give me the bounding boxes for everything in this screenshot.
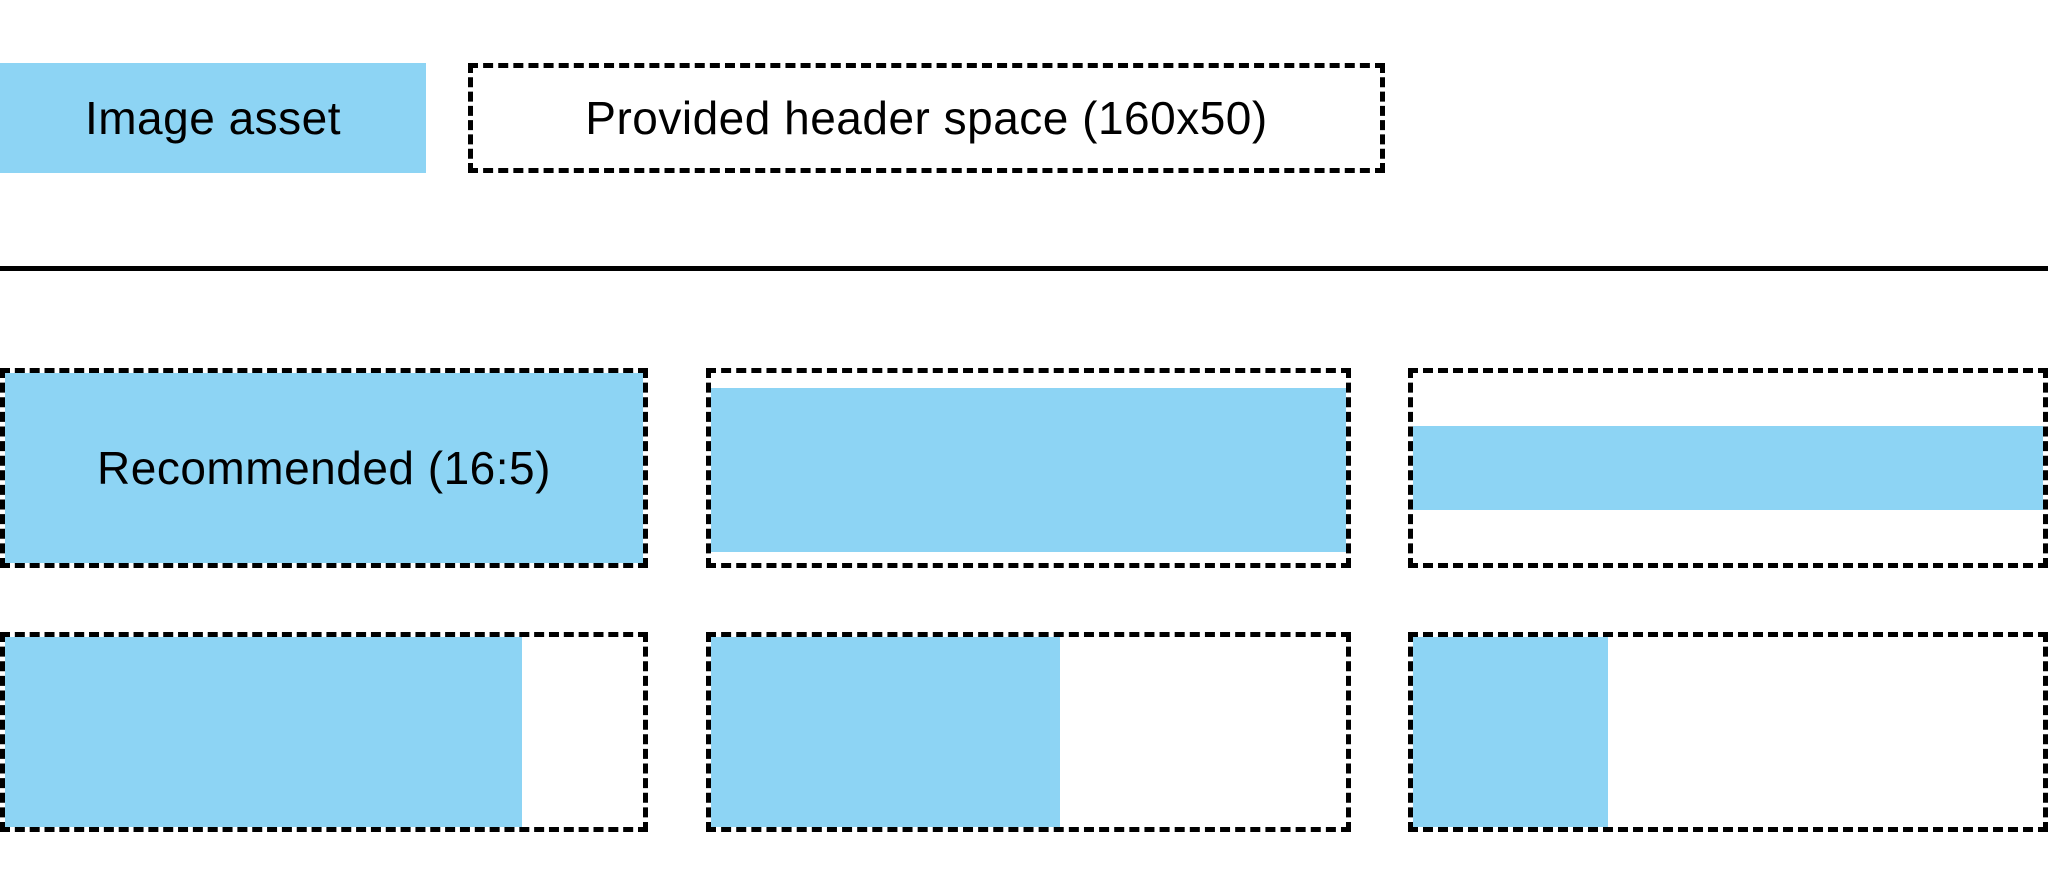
example-box-recommended: Recommended (16:5) xyxy=(0,368,648,568)
legend-header-space-label: Provided header space (160x50) xyxy=(585,92,1268,144)
image-asset-fill xyxy=(711,637,1061,827)
example-box-very-wide xyxy=(1408,368,2048,568)
example-box-tall xyxy=(0,632,648,832)
image-asset-fill xyxy=(1413,637,1609,827)
legend-image-asset-swatch: Image asset xyxy=(0,63,426,173)
image-asset-fill xyxy=(1413,426,2043,510)
image-asset-fill xyxy=(5,373,643,563)
recommended-label: Recommended (16:5) xyxy=(97,442,551,494)
legend-header-space-box: Provided header space (160x50) xyxy=(468,63,1385,173)
image-asset-fill xyxy=(711,388,1346,552)
example-box-taller xyxy=(706,632,1351,832)
image-asset-fill xyxy=(5,637,522,827)
example-box-tallest xyxy=(1408,632,2048,832)
example-box-wide xyxy=(706,368,1351,568)
legend-image-asset-label: Image asset xyxy=(84,92,342,144)
section-divider-line xyxy=(0,266,2048,271)
recommended-label-wrap: Recommended (16:5) xyxy=(5,373,643,563)
